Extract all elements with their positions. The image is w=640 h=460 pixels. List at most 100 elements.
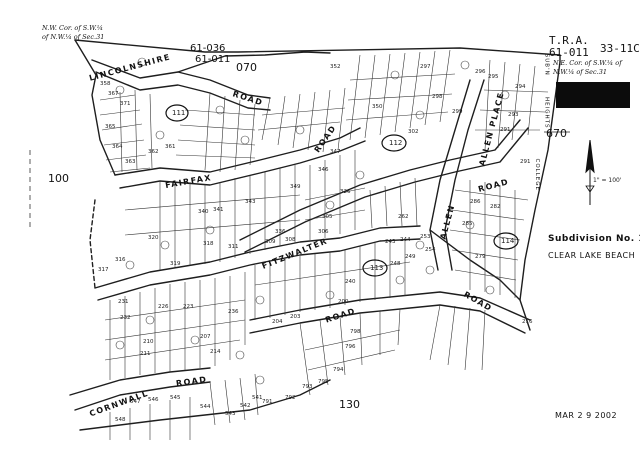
cornwall-road-south-edge bbox=[74, 381, 211, 411]
fairfax-road-north-edge bbox=[114, 127, 361, 176]
lot-number: 216 bbox=[522, 319, 533, 325]
lot-number: 248 bbox=[390, 261, 401, 267]
book-page-code: 33-11C bbox=[600, 42, 640, 55]
lot-number: 319 bbox=[170, 261, 181, 267]
lot-number: 791 bbox=[262, 399, 273, 405]
side-label-college: COLLEGE bbox=[534, 158, 541, 192]
map-book-670: 670 bbox=[546, 127, 567, 140]
corner-note-ne-line2: N.W.¼ of Sec.31 bbox=[553, 68, 607, 76]
corner-note-ne-line1: N.E. Cor. of S.W.¼ of bbox=[553, 59, 622, 67]
lot-number: 285 bbox=[462, 221, 473, 227]
lot-number: 226 bbox=[158, 304, 169, 310]
lot-number: 311 bbox=[228, 244, 239, 250]
lot-number: 544 bbox=[200, 404, 211, 410]
diagonal-road-upper-edge bbox=[239, 119, 521, 241]
subdivision-title: Subdivision No. 1 bbox=[548, 234, 640, 244]
north-arrow-icon bbox=[585, 139, 595, 205]
block-112-label: 112 bbox=[389, 139, 403, 147]
cornwall-road-north-edge bbox=[69, 367, 211, 396]
allen-place-road-east-edge bbox=[444, 79, 485, 271]
lot-number: 302 bbox=[408, 129, 419, 135]
lot-number: 341 bbox=[213, 207, 224, 213]
side-label-heights: HEIGHTS bbox=[543, 97, 550, 129]
tra-code-top-a: 61-036 bbox=[190, 43, 226, 54]
recorded-date-stamp: MAR 2 9 2002 bbox=[555, 411, 618, 420]
lot-number: 299 bbox=[452, 109, 463, 115]
lot-number: 798 bbox=[350, 329, 361, 335]
lot-number: 320 bbox=[148, 235, 159, 241]
lot-number: 249 bbox=[405, 254, 416, 260]
block-112-oval bbox=[381, 134, 407, 152]
lot-number: 253 bbox=[420, 234, 431, 240]
block-111-oval bbox=[165, 104, 189, 122]
lot-number: 547 bbox=[130, 399, 141, 405]
north-arrow-scale-note: 1" = 100' bbox=[593, 177, 622, 184]
block-114-oval bbox=[493, 232, 519, 250]
lot-number: 365 bbox=[105, 124, 116, 130]
lot-number: 291 bbox=[500, 127, 511, 133]
lot-number: 546 bbox=[148, 397, 159, 403]
lot-number: 203 bbox=[290, 314, 301, 320]
lincolnshire-road-south-edge bbox=[95, 71, 271, 111]
lot-number: 371 bbox=[120, 101, 131, 107]
tra-code-top-b: 61-011 bbox=[195, 54, 231, 65]
lot-number: 316 bbox=[115, 257, 126, 263]
lot-number: 548 bbox=[115, 417, 126, 423]
lot-number: 204 bbox=[272, 319, 283, 325]
map-book-100: 100 bbox=[48, 172, 69, 185]
lot-number: 543 bbox=[225, 411, 236, 417]
tra-code: 61-011 bbox=[549, 46, 589, 59]
lot-number: 795 bbox=[318, 379, 329, 385]
east-boundary-line bbox=[519, 61, 561, 331]
lot-number: 282 bbox=[490, 204, 501, 210]
lot-number: 294 bbox=[515, 84, 526, 90]
lot-number: 347 bbox=[330, 149, 341, 155]
fitzwalter-road-south-edge bbox=[97, 238, 421, 301]
lot-number: 326 bbox=[340, 189, 351, 195]
corner-note-nw-line1: N.W. Cor. of S.W.¼ bbox=[42, 24, 104, 32]
subdivision-name: CLEAR LAKE BEACH bbox=[548, 251, 636, 260]
lot-number: 298 bbox=[432, 94, 443, 100]
lot-number: 363 bbox=[125, 159, 136, 165]
lot-number: 223 bbox=[183, 304, 194, 310]
lot-number: 545 bbox=[170, 395, 181, 401]
block-111-label: 111 bbox=[172, 109, 186, 117]
lot-number: 349 bbox=[290, 184, 301, 190]
lot-number: 207 bbox=[200, 334, 211, 340]
lot-number: 296 bbox=[475, 69, 486, 75]
lot-number: 358 bbox=[100, 81, 111, 87]
lot-number: 243 bbox=[385, 239, 396, 245]
lot-number: 364 bbox=[112, 144, 123, 150]
block-113-oval bbox=[362, 259, 388, 277]
map-book-070: 070 bbox=[236, 61, 257, 74]
lot-number: 254 bbox=[425, 247, 436, 253]
lot-number: 336 bbox=[275, 229, 286, 235]
lot-number: 305 bbox=[322, 214, 333, 220]
lot-number: 232 bbox=[120, 315, 131, 321]
lot-number: 210 bbox=[143, 339, 154, 345]
lot-number: 350 bbox=[372, 104, 383, 110]
lot-number: 542 bbox=[240, 403, 251, 409]
allen-place-road-west-edge bbox=[429, 79, 471, 271]
lot-number: 236 bbox=[228, 309, 239, 315]
lot-number: 231 bbox=[118, 299, 129, 305]
lot-number: 794 bbox=[333, 367, 344, 373]
lot-number: 346 bbox=[318, 167, 329, 173]
lot-number: 214 bbox=[210, 349, 221, 355]
side-label-subn: SUB'N bbox=[543, 53, 550, 76]
lot-number: 308 bbox=[285, 237, 296, 243]
lot-number: 792 bbox=[285, 395, 296, 401]
block-113-label: 113 bbox=[370, 264, 384, 272]
lot-number: 306 bbox=[318, 229, 329, 235]
west-district-boundary bbox=[89, 199, 96, 289]
lot-number: 317 bbox=[98, 267, 109, 273]
north-boundary-line bbox=[74, 39, 561, 63]
lot-number: 318 bbox=[203, 241, 214, 247]
lot-number: 352 bbox=[330, 64, 341, 70]
lot-number: 362 bbox=[148, 149, 159, 155]
lot-number: 279 bbox=[475, 254, 486, 260]
lot-number: 297 bbox=[420, 64, 431, 70]
lot-number: 262 bbox=[398, 214, 409, 220]
